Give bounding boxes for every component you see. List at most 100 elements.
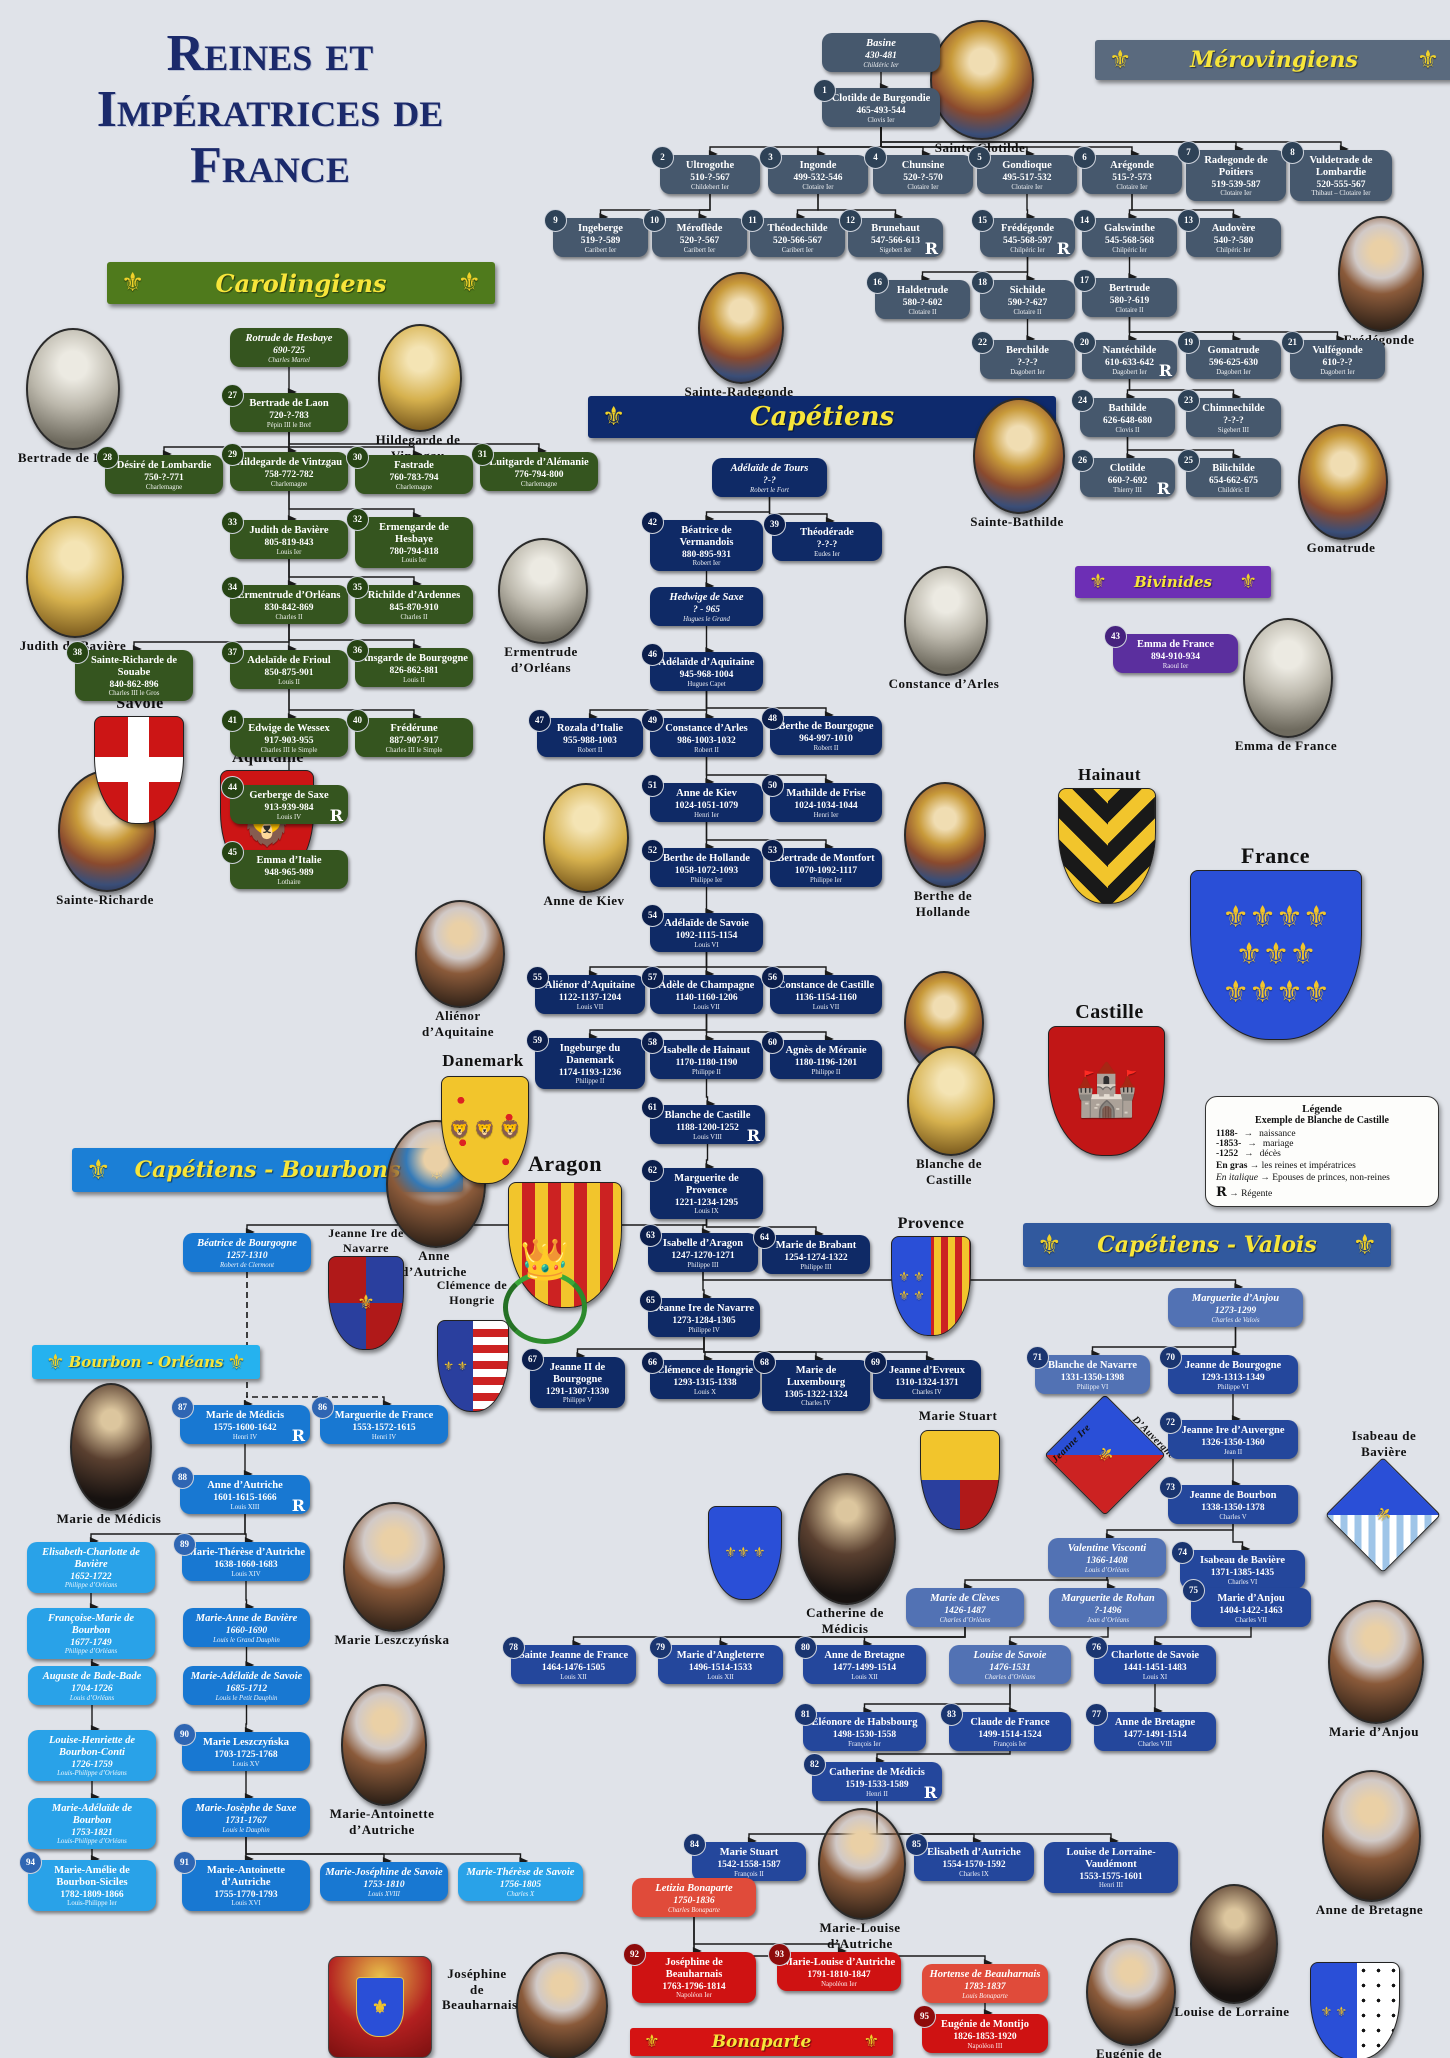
- person-dates: 948-965-989: [264, 867, 314, 878]
- person-name: Jeanne Ire de Navarre: [653, 1303, 755, 1314]
- person-spouse: Louis XII: [560, 1673, 587, 1681]
- person-spouse: Louis-Philippe d’Orléans: [57, 1770, 127, 1778]
- order-number-badge: 94: [19, 1851, 42, 1874]
- person-spouse: Charles IX: [959, 1870, 989, 1878]
- portrait-marie-louise-d’autriche: [818, 1808, 906, 1920]
- person-dates: 1496-1514-1533: [688, 1662, 753, 1673]
- person-spouse: Louis XIII: [230, 1503, 260, 1511]
- person-name: Rotrude de Hesbaye: [245, 333, 333, 344]
- person-name: Françoise-Marie de Bourbon: [47, 1613, 135, 1636]
- order-number-badge: 62: [641, 1159, 664, 1182]
- person-name: Constance de Castille: [777, 980, 875, 991]
- person-name: Catherine de Médicis: [829, 1767, 925, 1778]
- person-name: Louise de Savoie: [973, 1650, 1047, 1661]
- eagle-shield-icon: ⚜: [355, 1977, 405, 2037]
- person-spouse: Jean II: [1223, 1448, 1243, 1456]
- portrait-bertrade-de-laon: [26, 328, 120, 450]
- person-spouse: Pépin III le Bref: [266, 421, 312, 429]
- portrait-louise-de-lorraine: [1190, 1884, 1278, 2004]
- person-name: Blanche de Castille: [664, 1110, 751, 1121]
- regent-mark: R: [329, 806, 343, 826]
- order-number-badge: 68: [753, 1351, 776, 1374]
- order-number-badge: 47: [528, 709, 551, 732]
- person-spouse: Charles V: [1219, 1513, 1247, 1521]
- person-spouse: Charles IV: [912, 1388, 942, 1396]
- person-dates: ?-?-?: [1223, 415, 1244, 426]
- person-name: Letizia Bonaparte: [655, 1883, 733, 1894]
- person-dates: 955-988-1003: [563, 735, 617, 746]
- order-number-badge: 8: [1281, 141, 1304, 164]
- heraldic-charge-icon: ⚜: [357, 1292, 375, 1314]
- person-name: Eugénie de Montijo: [940, 2019, 1030, 2030]
- person-name: Louise de Lorraine-Vaudémont: [1066, 1847, 1156, 1870]
- legend-note: En gras → les reines et impératrices: [1216, 1161, 1356, 1171]
- person-dates: 1170-1180-1190: [675, 1057, 738, 1068]
- person-dates: 545-568-597: [1002, 235, 1053, 246]
- portrait-marie-antoinette-d’autriche: [341, 1684, 427, 1806]
- person-dates: 1652-1722: [70, 1571, 112, 1582]
- dynasty-banner-bivinides: ⚜Bivinides⚜: [1075, 566, 1271, 598]
- person-spouse: Robert le Fort: [750, 486, 789, 494]
- portrait-berthe-de-hollande: [904, 782, 986, 888]
- banner-label: Capétiens - Bourbons: [134, 1157, 401, 1183]
- order-number-badge: 73: [1159, 1476, 1182, 1499]
- dynasty-banner-merovingiens: ⚜Mérovingiens⚜: [1095, 40, 1450, 80]
- person-name: Claude de France: [970, 1717, 1050, 1728]
- dynasty-banner-capetiens-valois: ⚜Capétiens - Valois⚜: [1023, 1223, 1391, 1267]
- person-name: Clotilde de Burgondie: [831, 93, 931, 104]
- order-number-badge: 39: [763, 513, 786, 536]
- person-name: Emma d’Italie: [256, 855, 322, 866]
- order-number-badge: 77: [1085, 1703, 1108, 1726]
- person-name: Frédérune: [390, 723, 438, 734]
- fleur-de-lis-icon: ⚜: [86, 1154, 111, 1185]
- person-name: Agnès de Méranie: [785, 1045, 867, 1056]
- person-dates: 805-819-843: [264, 537, 314, 548]
- person-spouse: Louis VII: [693, 1003, 720, 1011]
- person-dates: 850-875-901: [264, 667, 314, 678]
- person-name: Marie-Amélie de Bourbon-Siciles: [54, 1865, 130, 1888]
- person-spouse: Louis XII: [851, 1673, 878, 1681]
- person-spouse: Louis X: [693, 1388, 717, 1396]
- portrait-caption: Catherine de Médicis: [806, 1605, 884, 1636]
- order-number-badge: 35: [346, 576, 369, 599]
- person-dates: 1464-1476-1505: [541, 1662, 606, 1673]
- person-spouse: Philippe IV: [688, 1326, 720, 1334]
- regent-mark: R: [291, 1426, 305, 1446]
- person-name: Jeanne d’Evreux: [889, 1365, 965, 1376]
- person-dates: 610-?-?: [1322, 357, 1353, 368]
- person-name: Marguerite de Rohan: [1061, 1593, 1155, 1604]
- person-dates: 520-?-567: [679, 235, 720, 246]
- order-number-badge: 67: [521, 1348, 544, 1371]
- order-number-badge: 71: [1026, 1346, 1049, 1369]
- person-dates: ? - 965: [693, 604, 720, 615]
- order-number-badge: 95: [913, 2005, 936, 2028]
- order-number-badge: 50: [761, 774, 784, 797]
- order-number-badge: 45: [221, 841, 244, 864]
- person-dates: 520-?-570: [903, 172, 943, 183]
- person-dates: ?-?: [763, 475, 776, 486]
- map-label-provence: Provence: [897, 1215, 965, 1232]
- person-dates: 1677-1749: [70, 1637, 112, 1648]
- person-name: Arégonde: [1110, 160, 1154, 171]
- banner-label: Bivinides: [1134, 573, 1212, 591]
